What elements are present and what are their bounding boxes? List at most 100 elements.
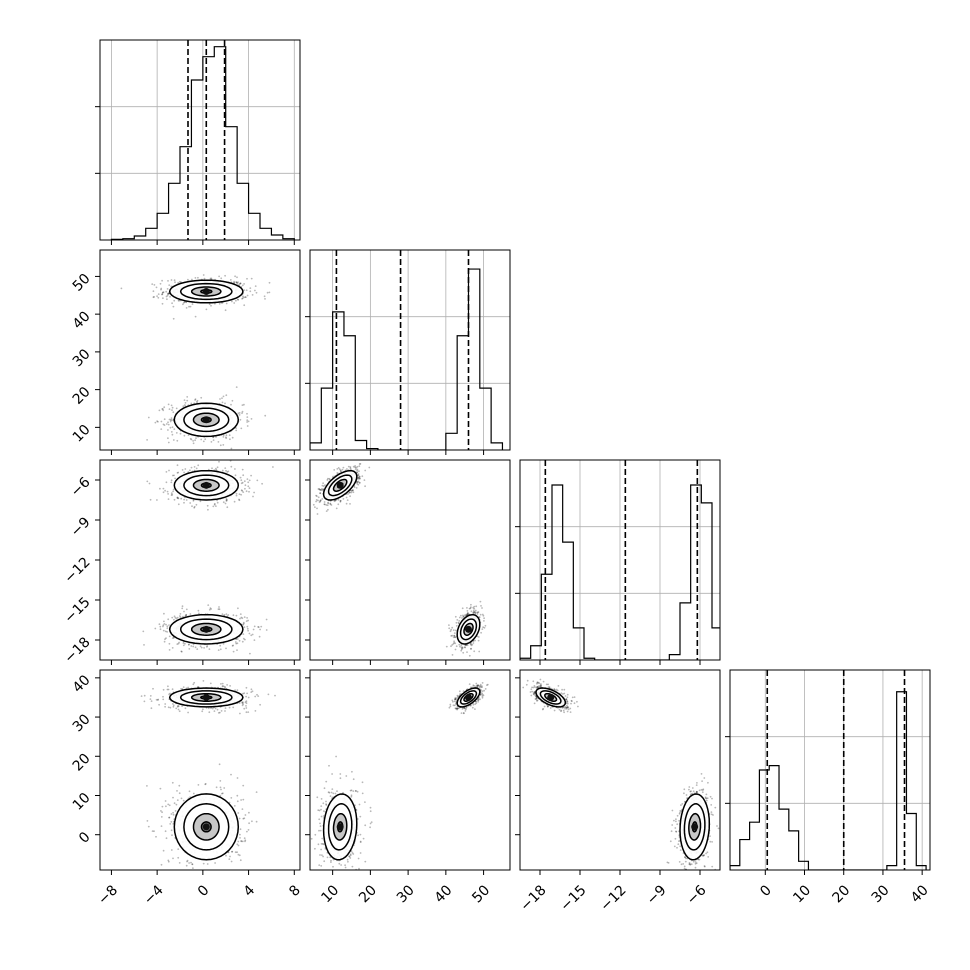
sample-point	[458, 620, 461, 622]
sample-point	[176, 439, 179, 442]
sample-point	[194, 439, 196, 442]
sample-point	[192, 442, 195, 445]
sample-point	[164, 638, 166, 641]
sample-point	[193, 466, 196, 468]
sample-point	[197, 276, 199, 279]
sample-point	[161, 293, 164, 296]
sample-point	[241, 284, 244, 287]
sample-point	[168, 284, 171, 286]
sample-point	[239, 712, 241, 715]
sample-point	[218, 763, 221, 766]
sample-point	[192, 683, 195, 686]
sample-point	[454, 636, 456, 639]
sample-point	[165, 290, 168, 293]
sample-point	[191, 278, 193, 281]
sample-point	[165, 471, 168, 473]
sample-point	[173, 299, 176, 302]
sample-point	[467, 612, 469, 615]
hist-area-2	[520, 460, 720, 660]
sample-point	[247, 485, 250, 488]
sample-point	[176, 616, 179, 619]
sample-point	[250, 634, 253, 637]
sample-point	[241, 701, 244, 704]
density-peak	[202, 481, 210, 489]
sample-point	[167, 403, 170, 406]
sample-point	[220, 788, 222, 791]
sample-point	[317, 496, 320, 499]
sample-point	[156, 499, 158, 501]
sample-point	[461, 647, 464, 649]
sample-point	[192, 645, 195, 648]
sample-point	[194, 398, 197, 400]
sample-point	[185, 613, 188, 616]
sample-point	[230, 403, 232, 406]
sample-point	[159, 628, 162, 631]
sample-point	[147, 416, 150, 419]
sample-point	[192, 440, 194, 442]
sample-point	[173, 615, 176, 618]
sample-point	[259, 703, 261, 706]
sample-point	[325, 504, 328, 506]
scatter-area-3-0	[140, 680, 276, 869]
panel-2-0: −18−15−12−9−6	[61, 459, 301, 667]
sample-point	[200, 646, 203, 649]
sample-point	[469, 607, 472, 610]
sample-point	[453, 632, 456, 634]
sample-point	[451, 626, 454, 629]
sample-point	[483, 626, 486, 629]
sample-point	[207, 508, 209, 511]
sample-point	[357, 473, 360, 475]
sample-point	[189, 502, 192, 504]
sample-point	[250, 277, 253, 280]
sample-point	[234, 641, 237, 643]
sample-point	[461, 646, 464, 649]
sample-point	[357, 476, 360, 479]
sample-point	[181, 705, 183, 707]
sample-point	[238, 493, 241, 496]
sample-point	[319, 488, 322, 491]
sample-point	[217, 441, 220, 443]
sample-point	[236, 638, 239, 640]
sample-point	[477, 639, 480, 642]
sample-point	[205, 308, 208, 311]
sample-point	[244, 638, 246, 641]
sample-point	[242, 491, 245, 493]
sample-point	[172, 317, 175, 320]
sample-point	[166, 688, 169, 691]
sample-point	[225, 647, 227, 650]
sample-point	[453, 640, 455, 643]
sample-point	[157, 293, 160, 295]
sample-point	[173, 618, 175, 621]
sample-point	[320, 489, 323, 491]
sample-point	[186, 860, 188, 863]
sample-point	[242, 295, 244, 298]
sample-point	[358, 476, 361, 478]
sample-point	[200, 396, 203, 399]
sample-point	[248, 487, 251, 489]
sample-point	[244, 701, 247, 704]
sample-point	[250, 474, 253, 477]
sample-point	[268, 281, 271, 284]
sample-point	[245, 705, 247, 707]
sample-point	[244, 487, 246, 490]
sample-point	[168, 642, 171, 645]
sample-point	[238, 817, 241, 820]
sample-point	[252, 628, 255, 631]
sample-point	[473, 611, 476, 613]
sample-point	[452, 636, 455, 639]
sample-point	[160, 287, 163, 290]
sample-point	[170, 494, 173, 496]
sample-point	[152, 687, 154, 690]
sample-point	[197, 784, 200, 786]
sample-point	[466, 613, 469, 615]
sample-point	[151, 283, 154, 285]
sample-point	[222, 395, 225, 398]
sample-point	[169, 295, 171, 298]
sample-point	[352, 491, 355, 494]
sample-point	[228, 434, 231, 437]
sample-point	[264, 414, 267, 417]
sample-point	[191, 863, 194, 865]
sample-point	[462, 615, 465, 618]
sample-point	[165, 295, 168, 298]
sample-point	[182, 615, 184, 618]
